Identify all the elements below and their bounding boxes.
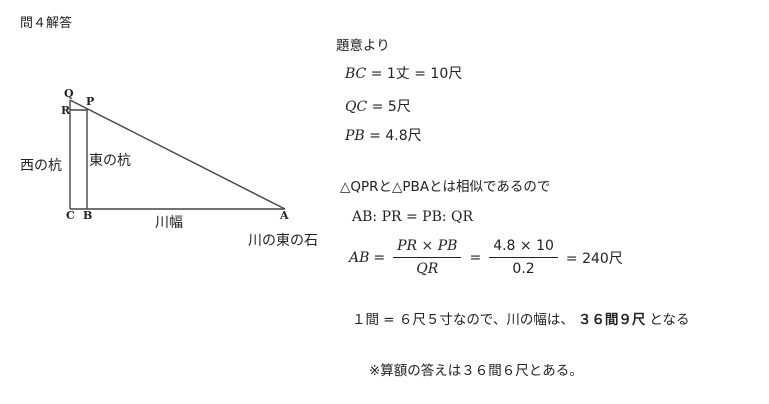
given-pb: PB = 4.8尺 <box>345 125 422 145</box>
east-stake-label: 東の杭 <box>89 153 131 169</box>
fraction-symbolic-denominator: QR <box>416 261 439 277</box>
given-qc: QC = 5尺 <box>345 96 411 116</box>
sight-line <box>69 99 286 210</box>
west-stake-label: 西の杭 <box>20 158 62 174</box>
point-q-label: Q <box>64 87 74 100</box>
given-qc-lhs: QC <box>345 99 368 115</box>
ratio-equation: AB: PR = PB: QR <box>352 209 474 225</box>
calc-eq2: = <box>469 249 482 266</box>
triangle-figure <box>69 99 286 210</box>
note-text: ※算額の答えは３６間６尺とある。 <box>369 363 583 379</box>
given-pb-rhs: = 4.8尺 <box>369 128 422 144</box>
river-width-label: 川幅 <box>155 215 183 231</box>
calc-eq1: = <box>373 249 386 266</box>
given-bc: BC = 1丈 = 10尺 <box>345 63 462 83</box>
given-pb-lhs: PB <box>345 128 365 144</box>
fraction-symbolic-numerator: PR × PB <box>393 238 462 258</box>
given-bc-rhs: = 1丈 = 10尺 <box>370 66 463 82</box>
similarity-text: △QPRと△PBAとは相似であるので <box>340 179 551 195</box>
point-a-label: A <box>280 209 289 222</box>
given-qc-rhs: = 5尺 <box>371 99 411 115</box>
conversion-answer: ３６間９尺 <box>577 312 646 328</box>
point-b-label: B <box>83 209 93 222</box>
page-title: 問４解答 <box>20 16 73 31</box>
fraction-numeric: 4.8 × 10 0.2 <box>489 238 558 277</box>
conversion-suffix: となる <box>649 312 690 328</box>
calc-result: = 240尺 <box>565 250 623 267</box>
point-p-label: P <box>86 95 95 108</box>
fraction-numeric-denominator: 0.2 <box>512 261 535 277</box>
conversion-prefix: １間 = ６尺５寸なので、川の幅は、 <box>352 312 574 328</box>
given-bc-lhs: BC <box>345 66 367 82</box>
fraction-symbolic: PR × PB QR <box>393 238 462 277</box>
point-r-label: R <box>61 104 71 117</box>
calc-equation: AB = PR × PB QR = 4.8 × 10 0.2 = 240尺 <box>349 238 623 277</box>
calc-lhs: AB <box>349 249 370 266</box>
intro-text: 題意より <box>336 38 390 54</box>
point-c-label: C <box>66 209 75 222</box>
conversion-text: １間 = ６尺５寸なので、川の幅は、３６間９尺となる <box>352 308 689 328</box>
fraction-numeric-numerator: 4.8 × 10 <box>489 238 558 258</box>
river-stone-label: 川の東の石 <box>248 233 318 249</box>
